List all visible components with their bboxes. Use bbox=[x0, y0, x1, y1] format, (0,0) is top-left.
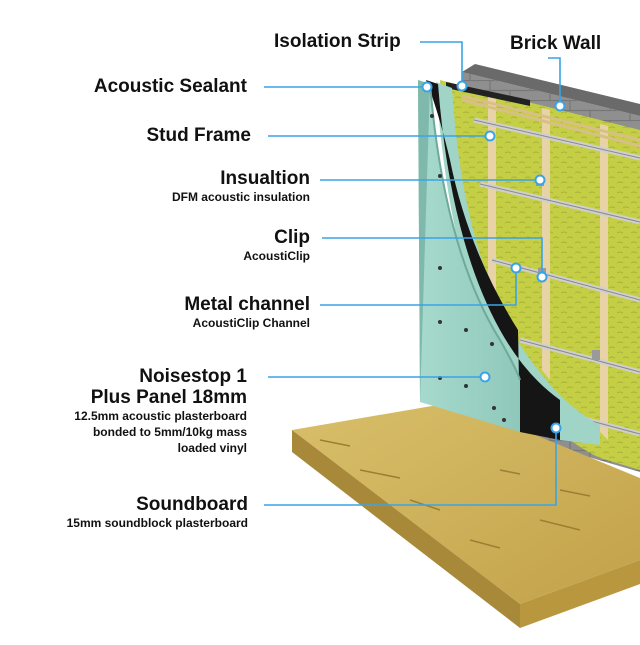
noisestop-sub-1: 12.5mm acoustic plasterboard bbox=[74, 409, 247, 423]
label-soundboard: Soundboard 15mm soundblock plasterboard bbox=[67, 494, 248, 531]
dot-insulation bbox=[534, 174, 546, 186]
dot-clip bbox=[536, 271, 548, 283]
leader-lines bbox=[264, 41, 561, 506]
label-stud-frame: Stud Frame bbox=[146, 125, 251, 146]
leader-soundboard bbox=[264, 428, 557, 506]
leader-metal-channel bbox=[320, 268, 517, 306]
label-clip: Clip AcoustiClip bbox=[243, 227, 310, 264]
soundboard-sub: 15mm soundblock plasterboard bbox=[66, 516, 248, 530]
dot-soundboard bbox=[550, 422, 562, 434]
leader-clip bbox=[322, 237, 543, 275]
noisestop-sub-2: bonded to 5mm/10kg mass bbox=[92, 425, 247, 439]
label-noisestop: Noisestop 1 Plus Panel 18mm 12.5mm acous… bbox=[74, 366, 247, 456]
noisestop-title-2: Plus Panel 18mm bbox=[90, 387, 247, 408]
label-acoustic-sealant: Acoustic Sealant bbox=[93, 76, 247, 97]
dot-metal-channel bbox=[510, 262, 522, 274]
metal-channels bbox=[473, 117, 640, 437]
dot-brick-wall bbox=[554, 100, 566, 112]
floor-slab bbox=[292, 402, 640, 628]
dot-isolation-strip bbox=[456, 80, 468, 92]
label-insulation: Insualtion DFM acoustic insulation bbox=[172, 168, 310, 205]
label-metal-channel: Metal channel AcoustiClip Channel bbox=[184, 294, 310, 331]
noisestop-title-1: Noisestop 1 bbox=[139, 366, 247, 387]
noisestop-sub-3: loaded vinyl bbox=[177, 441, 247, 455]
label-brick-wall: Brick Wall bbox=[510, 33, 602, 54]
clip-sub: AcoustiClip bbox=[243, 249, 310, 263]
soundboard-title: Soundboard bbox=[136, 494, 248, 515]
metal-channel-title: Metal channel bbox=[184, 294, 310, 315]
leader-isolation-strip bbox=[420, 41, 463, 86]
leader-brick-wall bbox=[548, 57, 561, 104]
dot-noisestop bbox=[479, 371, 491, 383]
insulation-title: Insualtion bbox=[220, 168, 310, 189]
dot-stud-frame bbox=[484, 130, 496, 142]
insulation-sub: DFM acoustic insulation bbox=[171, 190, 310, 204]
clip-title: Clip bbox=[274, 227, 310, 248]
stud-frame bbox=[461, 92, 640, 440]
metal-channel-sub: AcoustiClip Channel bbox=[192, 316, 310, 330]
mass-loaded-vinyl bbox=[426, 80, 560, 440]
dot-acoustic-sealant bbox=[421, 81, 433, 93]
callout-dots bbox=[421, 80, 566, 434]
noisestop-panel bbox=[418, 80, 521, 432]
label-isolation-strip: Isolation Strip bbox=[274, 31, 401, 52]
